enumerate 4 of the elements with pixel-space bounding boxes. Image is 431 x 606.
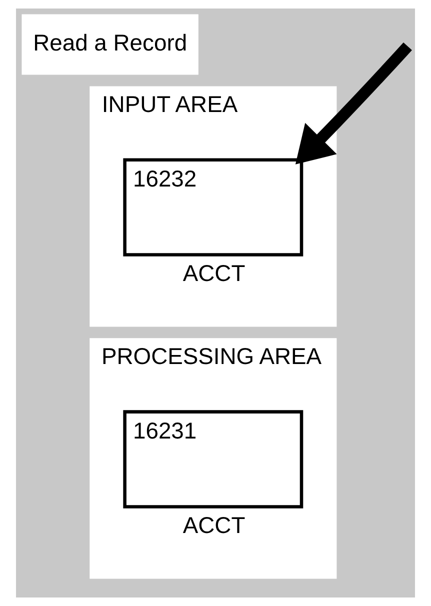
node-box: Read a Record: [22, 14, 198, 75]
node-label: ACCT: [182, 260, 246, 286]
arrow: [295, 42, 412, 164]
node-label: ACCT: [182, 512, 246, 538]
